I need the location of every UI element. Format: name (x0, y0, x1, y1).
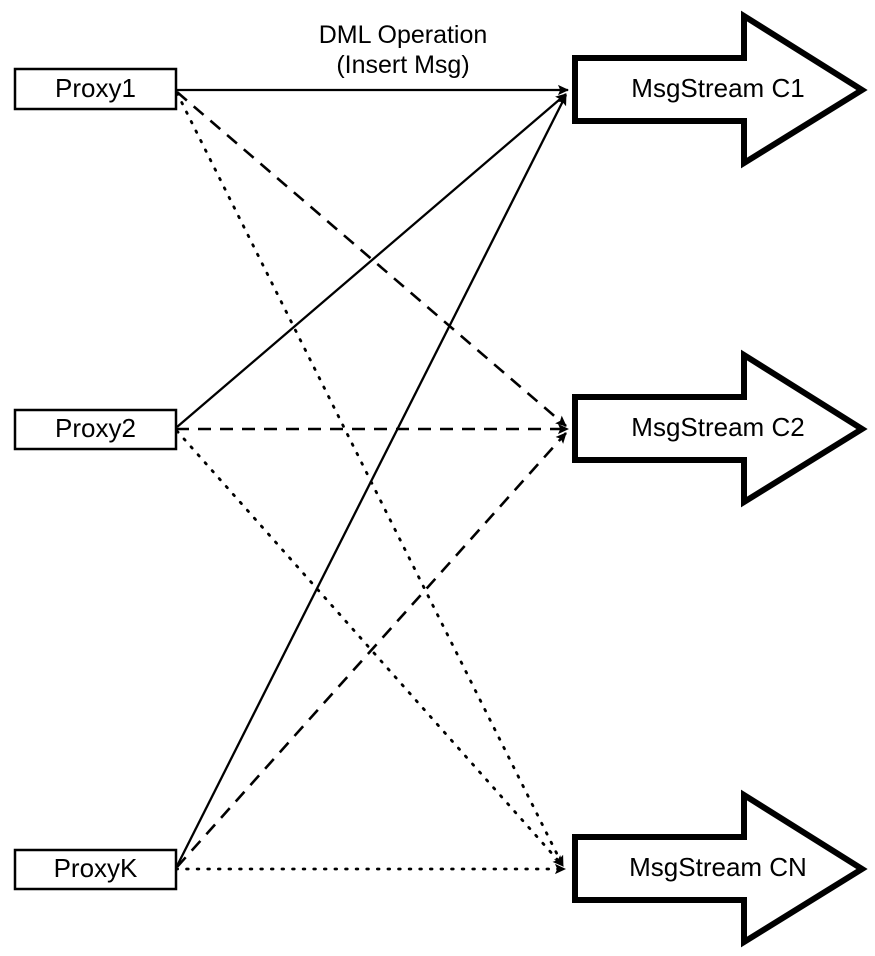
link-proxyk-to-stream-c1 (175, 94, 568, 867)
link-group-proxyk (174, 94, 568, 875)
edge-label-line2: (Insert Msg) (336, 51, 469, 79)
node-stream-cn[interactable]: MsgStream CN (572, 789, 868, 948)
stream-c1-label: MsgStream C1 (631, 73, 804, 103)
stream-c2-arrow-shape[interactable] (572, 349, 868, 508)
proxyk-label: ProxyK (54, 853, 138, 883)
node-proxy2[interactable]: Proxy2 (13, 408, 178, 451)
stream-c2-label: MsgStream C2 (631, 412, 804, 442)
link-proxyk-to-stream-c2 (176, 432, 567, 868)
link-group-proxy1 (175, 84, 569, 868)
edge-label-line1: DML Operation (319, 21, 488, 49)
link-proxy2-to-stream-cn (175, 429, 565, 868)
link-proxy1-to-stream-cn (175, 91, 565, 868)
link-proxy1-to-stream-c2 (176, 91, 567, 427)
stream-c1-arrow-shape[interactable] (572, 10, 868, 169)
stream-cn-arrow-shape[interactable] (572, 789, 868, 948)
proxy2-box[interactable] (13, 408, 178, 451)
link-proxy2-to-stream-c1 (176, 93, 567, 428)
stream-cn-label: MsgStream CN (629, 852, 807, 882)
node-proxy1[interactable]: Proxy1 (13, 67, 178, 111)
node-stream-c2[interactable]: MsgStream C2 (572, 349, 868, 508)
node-stream-c1[interactable]: MsgStream C1 (572, 10, 868, 169)
link-group-proxy2 (175, 93, 569, 868)
proxy2-label: Proxy2 (55, 413, 136, 443)
proxy1-label: Proxy1 (55, 73, 136, 103)
node-proxyk[interactable]: ProxyK (13, 848, 178, 891)
edge-label-dml-operation: DML Operation (Insert Msg) (319, 21, 488, 79)
proxyk-box[interactable] (13, 848, 178, 891)
proxy1-box[interactable] (13, 67, 178, 111)
